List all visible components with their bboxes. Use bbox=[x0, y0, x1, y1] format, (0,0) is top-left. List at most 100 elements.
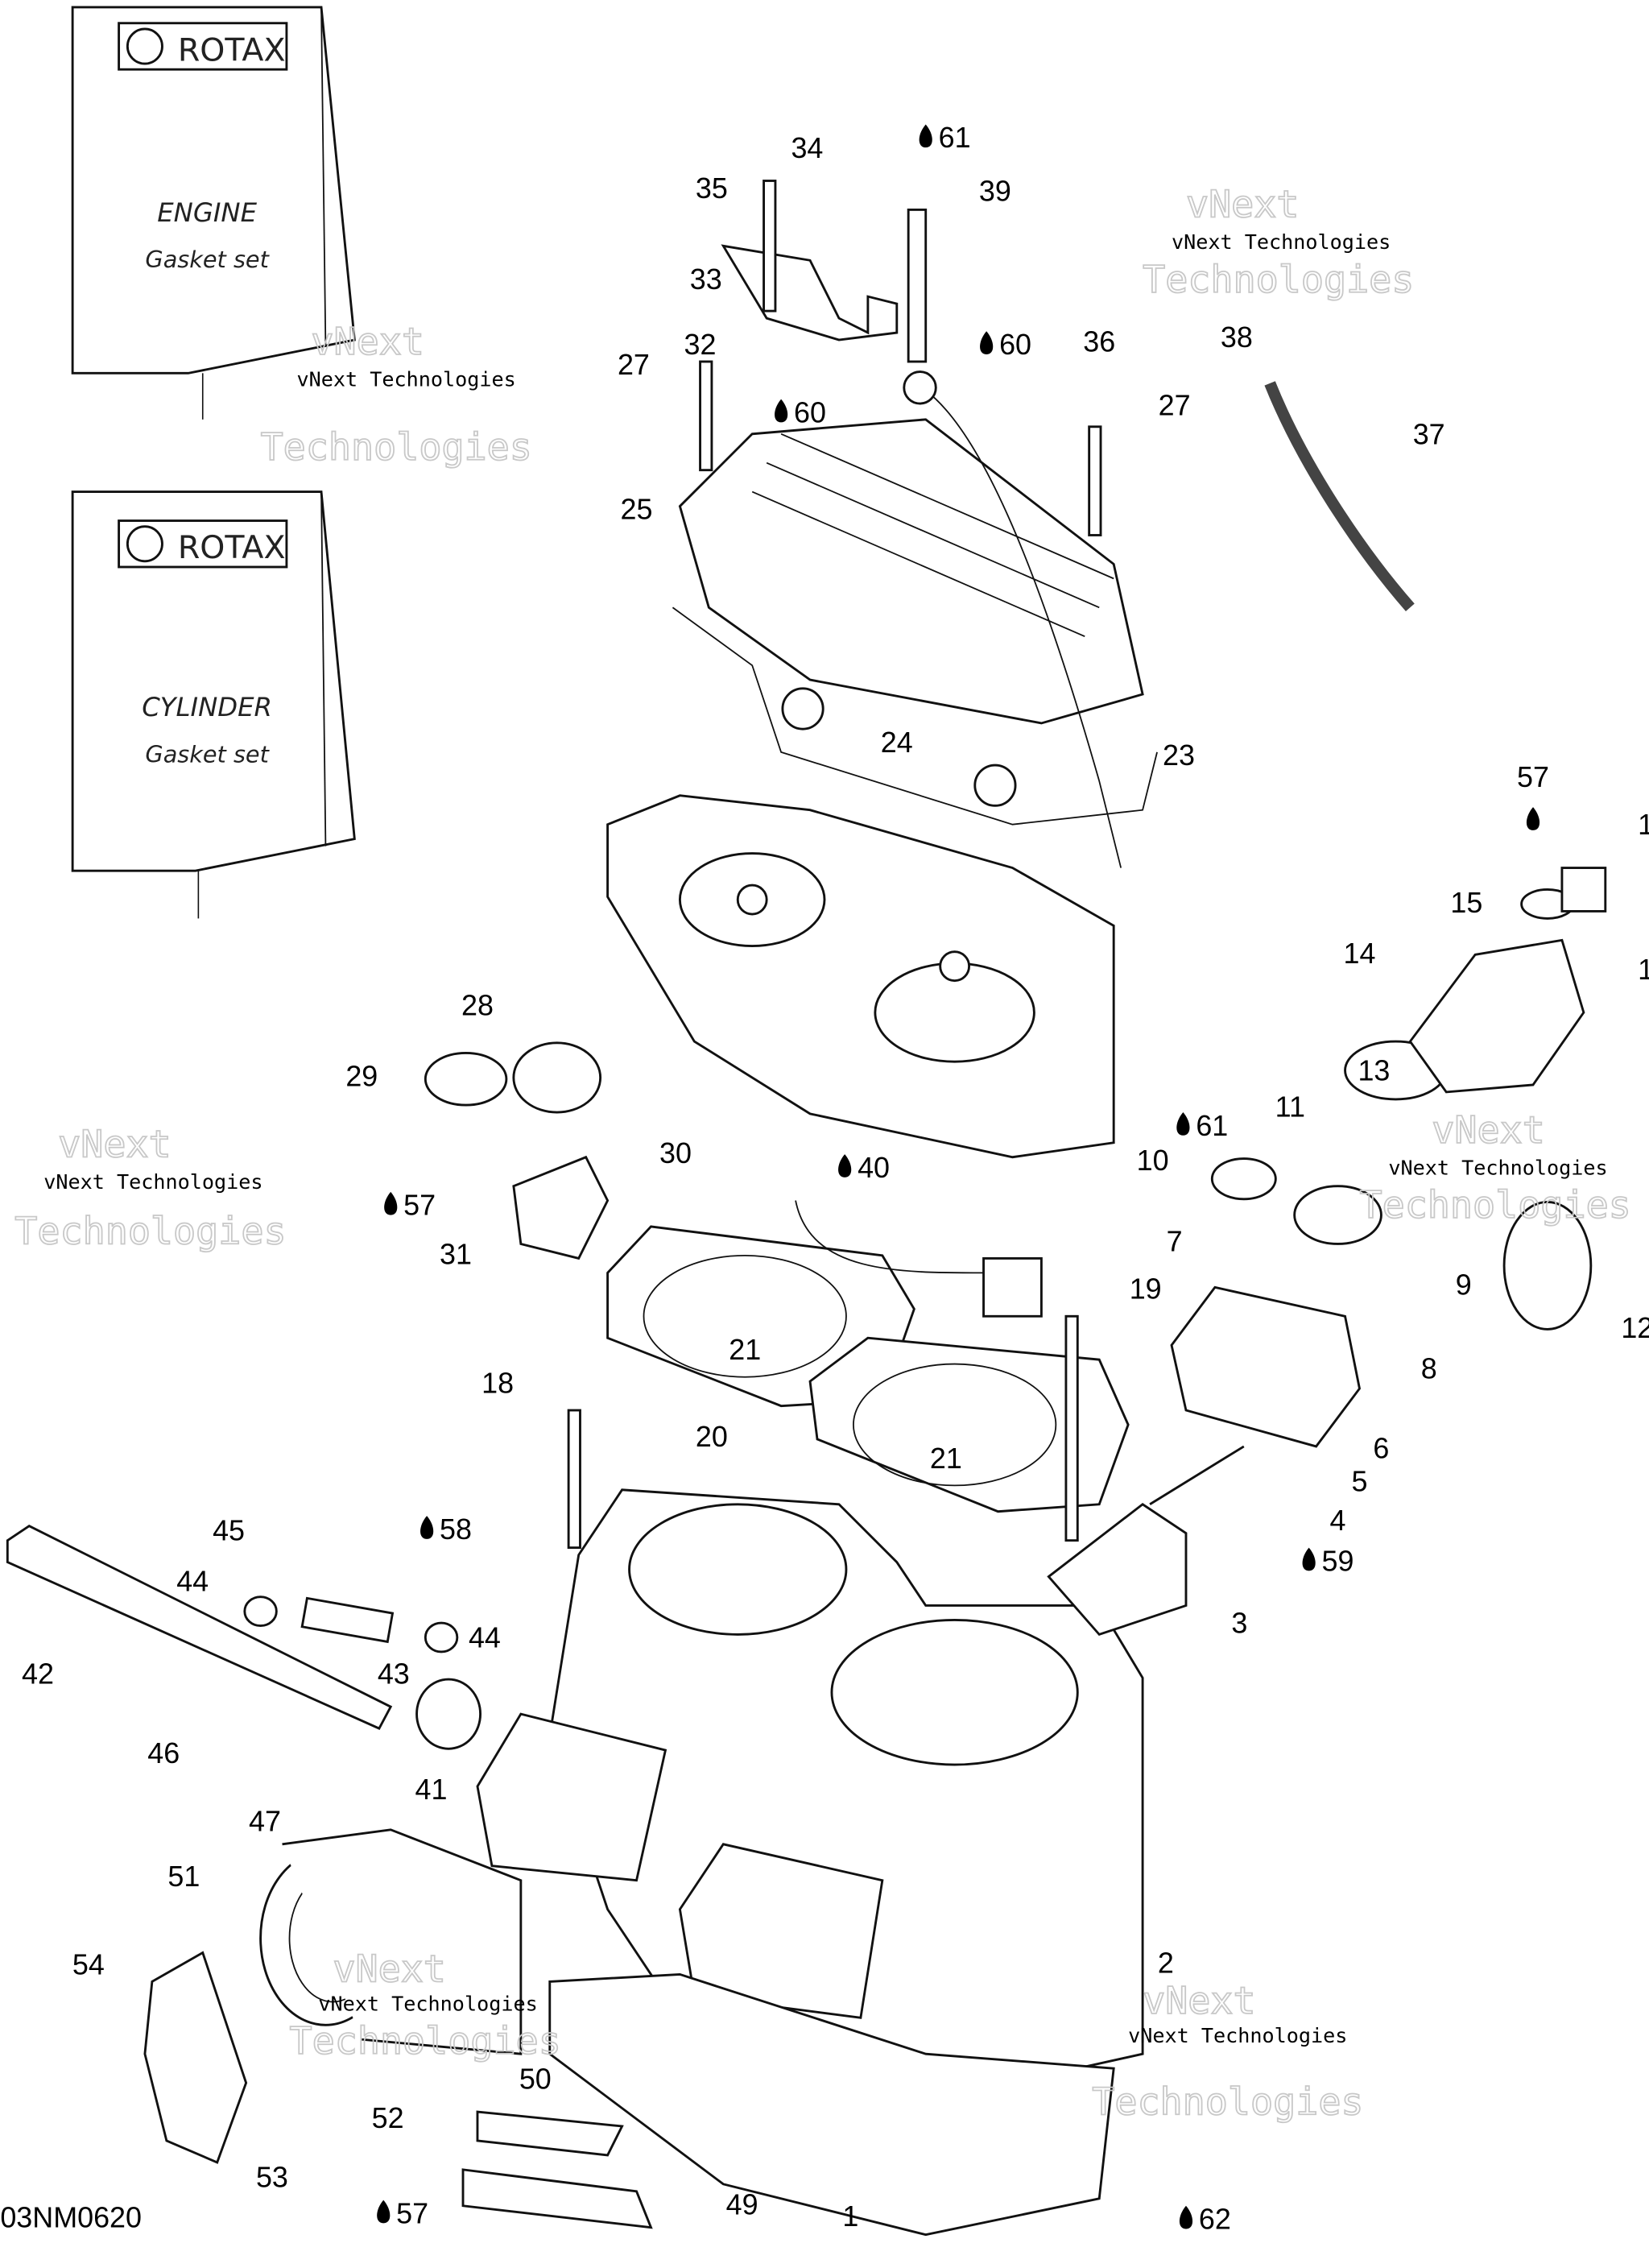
callout-number: 4 bbox=[1330, 1504, 1346, 1537]
callout-57: 57 bbox=[384, 1189, 436, 1222]
water-outlet bbox=[721, 244, 899, 341]
hose bbox=[1264, 381, 1415, 612]
callout-number: 12 bbox=[1621, 1311, 1649, 1344]
throttle-body-adapter bbox=[259, 1828, 523, 2055]
callout-38: 38 bbox=[1221, 321, 1253, 354]
callout-54: 54 bbox=[72, 1947, 105, 1980]
svg-text:vNext Technologies: vNext Technologies bbox=[1128, 2024, 1347, 2047]
callout-number: 25 bbox=[621, 493, 653, 526]
watermark: vNext Technologies vNext Technologies vN… bbox=[14, 182, 1631, 2125]
callout-number: 59 bbox=[1322, 1544, 1354, 1577]
callout-number: 29 bbox=[345, 1060, 378, 1093]
callout-14: 14 bbox=[1344, 937, 1376, 970]
cylinder-gasket-set-booklet: ROTAX CYLINDER Gasket set bbox=[71, 490, 356, 919]
svg-text:vNext Technologies: vNext Technologies bbox=[43, 1170, 262, 1194]
callout-60: 60 bbox=[775, 395, 826, 428]
callout-10: 10 bbox=[1137, 1144, 1169, 1177]
callout-1: 1 bbox=[1638, 808, 1649, 841]
o-ring bbox=[781, 687, 824, 730]
svg-text:Technologies: Technologies bbox=[1359, 1184, 1630, 1227]
oil-drop-icon bbox=[838, 1154, 852, 1177]
callout-35: 35 bbox=[696, 172, 728, 205]
callout-9: 9 bbox=[1456, 1268, 1472, 1301]
callout-number: 1 bbox=[1638, 953, 1649, 986]
clamp bbox=[143, 1951, 248, 2164]
rotax-logo-icon bbox=[126, 525, 163, 563]
callout-number: 27 bbox=[618, 348, 650, 381]
callout-29: 29 bbox=[345, 1060, 378, 1093]
callout-number: 8 bbox=[1421, 1352, 1437, 1385]
callout-27: 27 bbox=[1159, 388, 1191, 421]
callout-51: 51 bbox=[167, 1860, 200, 1893]
callout-number: 42 bbox=[22, 1657, 54, 1690]
callout-27: 27 bbox=[618, 348, 650, 381]
callout-number: 27 bbox=[1159, 388, 1191, 421]
callout-2: 2 bbox=[1158, 1947, 1174, 1980]
callout-number: 21 bbox=[930, 1442, 962, 1475]
callout-number: 43 bbox=[378, 1657, 410, 1690]
callout-number: 41 bbox=[415, 1773, 448, 1806]
o-ring bbox=[1210, 1157, 1277, 1201]
rotary-valve-shaft bbox=[1047, 1445, 1245, 1637]
callout-number: 1 bbox=[842, 2200, 858, 2233]
booklet-brand: ROTAX bbox=[178, 529, 286, 566]
callout-number: 34 bbox=[791, 131, 823, 164]
callout-number: 44 bbox=[469, 1621, 501, 1654]
callout-58: 58 bbox=[420, 1513, 472, 1546]
booklet-title: ENGINE bbox=[157, 197, 257, 228]
thermostat bbox=[424, 1041, 610, 1260]
grommet bbox=[424, 1621, 459, 1653]
o-ring bbox=[1502, 1200, 1593, 1331]
callout-6: 6 bbox=[1373, 1431, 1389, 1464]
callout-57: 57 bbox=[1517, 760, 1549, 830]
callout-number: 62 bbox=[1199, 2203, 1231, 2236]
rotary-valve-housing bbox=[1170, 1285, 1362, 1448]
callout-1: 1 bbox=[842, 2200, 858, 2233]
callout-number: 10 bbox=[1137, 1144, 1169, 1177]
booklet-subtitle: Gasket set bbox=[145, 246, 270, 273]
o-ring bbox=[973, 764, 1017, 807]
bolt bbox=[1088, 425, 1102, 536]
callout-11: 11 bbox=[1275, 1090, 1305, 1123]
callout-number: 57 bbox=[396, 2196, 428, 2229]
callout-4: 4 bbox=[1330, 1504, 1346, 1537]
svg-text:vNext: vNext bbox=[1143, 1980, 1256, 2023]
oil-drop-icon bbox=[1176, 1112, 1190, 1136]
oil-drop-icon bbox=[1179, 2205, 1193, 2229]
booklet-subtitle: Gasket set bbox=[145, 740, 270, 768]
oil-drop-icon bbox=[1526, 807, 1540, 830]
callout-3: 3 bbox=[1231, 1607, 1247, 1640]
valve-piston bbox=[1293, 1185, 1382, 1245]
callout-25: 25 bbox=[621, 493, 653, 526]
callout-number: 13 bbox=[1358, 1054, 1390, 1087]
callout-number: 51 bbox=[167, 1860, 200, 1893]
callout-47: 47 bbox=[249, 1805, 281, 1838]
knock-sensor bbox=[903, 370, 937, 405]
callout-36: 36 bbox=[1083, 325, 1115, 358]
booklet-brand: ROTAX bbox=[178, 31, 286, 68]
callout-62: 62 bbox=[1179, 2203, 1231, 2236]
fuel-injector bbox=[300, 1596, 395, 1644]
callout-number: 7 bbox=[1167, 1224, 1183, 1257]
callout-number: 45 bbox=[213, 1514, 245, 1547]
svg-text:vNext: vNext bbox=[1432, 1109, 1545, 1153]
callout-60: 60 bbox=[980, 328, 1031, 361]
svg-text:Technologies: Technologies bbox=[261, 426, 532, 470]
callout-61: 61 bbox=[919, 121, 971, 154]
callout-43: 43 bbox=[378, 1657, 410, 1690]
callout-61: 61 bbox=[1176, 1109, 1228, 1142]
valve-cover bbox=[1408, 938, 1585, 1094]
callout-number: 3 bbox=[1231, 1607, 1247, 1640]
callout-21: 21 bbox=[729, 1333, 761, 1366]
callout-number: 47 bbox=[249, 1805, 281, 1838]
oil-drop-icon bbox=[377, 2200, 391, 2224]
callout-number: 49 bbox=[726, 2188, 758, 2221]
callout-number: 2 bbox=[1158, 1947, 1174, 1980]
callout-number: 18 bbox=[481, 1366, 514, 1399]
svg-text:Technologies: Technologies bbox=[290, 2020, 561, 2063]
svg-text:vNext: vNext bbox=[1186, 183, 1300, 226]
callout-number: 6 bbox=[1373, 1431, 1389, 1464]
